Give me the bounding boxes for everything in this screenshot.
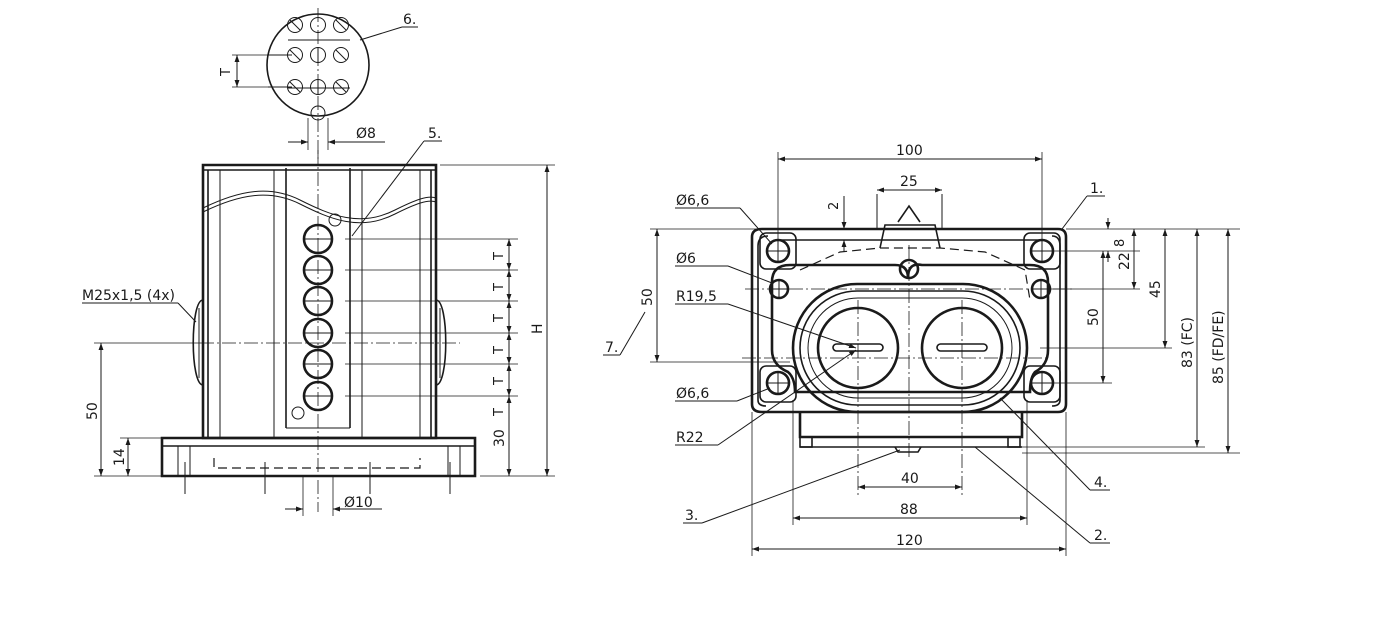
contact-row (302, 223, 334, 412)
dim-r195: R19,5 (676, 289, 717, 305)
dim-phi6: Ø6 (676, 251, 696, 267)
dim-phi10: Ø10 (344, 495, 373, 511)
dim-50-left: 50 (85, 402, 101, 420)
mounting-holes (759, 232, 1061, 403)
left-view: T 6. Ø8 (82, 8, 555, 516)
dim-14: 14 (112, 448, 128, 466)
dim-phi66-top: Ø6,6 (676, 193, 709, 209)
dim-30: 30 (492, 429, 508, 447)
callout-3: 3. (685, 508, 698, 524)
callout-2: 2. (1094, 528, 1107, 544)
dim-8: 8 (1113, 239, 1128, 247)
dim-45: 45 (1148, 280, 1164, 298)
dim-120: 120 (896, 533, 923, 549)
dim-t-6: T (492, 408, 507, 417)
dim-phi66-bottom: Ø6,6 (676, 386, 709, 402)
dim-25: 25 (900, 174, 918, 190)
thread-label: M25x1,5 (4x) (82, 288, 175, 304)
right-view: 100 25 2 Ø6,6 Ø6 R19,5 Ø6,6 R22 50 (603, 143, 1240, 556)
dim-50-inner: 50 (1086, 308, 1102, 326)
dim-h: H (530, 323, 546, 334)
callout-5: 5. (428, 126, 441, 142)
dim-2: 2 (827, 202, 842, 210)
dim-88: 88 (900, 502, 918, 518)
callout-7: 7. (605, 340, 618, 356)
callout-1: 1. (1090, 181, 1103, 197)
dim-t-3: T (492, 314, 507, 323)
dim-t-detail: T (219, 68, 234, 77)
dim-r22: R22 (676, 430, 704, 446)
dim-t-5: T (492, 377, 507, 386)
dim-50-left-right-view: 50 (640, 288, 656, 306)
dim-85: 85 (FD/FE) (1211, 310, 1227, 384)
detail-circle: T 6. (219, 8, 418, 160)
dim-phi8: Ø8 (356, 126, 376, 142)
dim-40: 40 (901, 471, 919, 487)
dim-t-2: T (492, 283, 507, 292)
dim-83: 83 (FC) (1180, 317, 1196, 368)
dim-22: 22 (1117, 252, 1133, 270)
base-flange (160, 436, 477, 494)
dim-t-1: T (492, 252, 507, 261)
dim-t-4: T (492, 346, 507, 355)
dim-100: 100 (896, 143, 923, 159)
callout-6: 6. (403, 12, 416, 28)
callout-4: 4. (1094, 475, 1107, 491)
